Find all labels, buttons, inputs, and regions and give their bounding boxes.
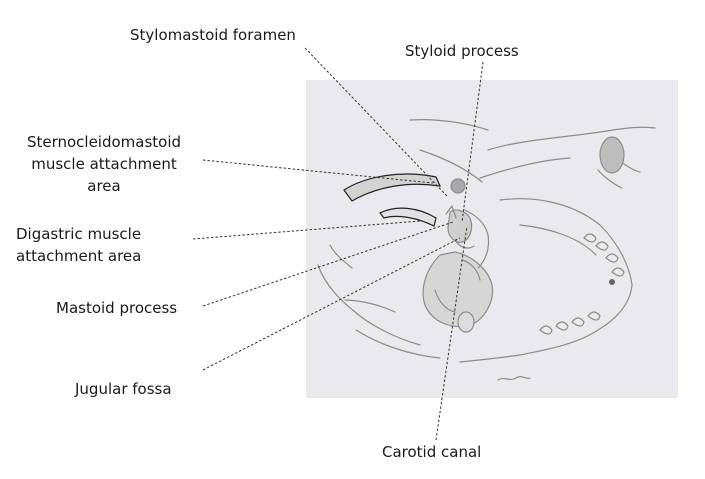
label-digastric-line-2: attachment area <box>16 247 142 265</box>
leader-lines <box>192 47 484 441</box>
leader-stylomastoid-foramen <box>304 47 449 198</box>
label-digastric-line-1: Digastric muscle <box>16 225 142 243</box>
leader-mastoid-process <box>202 221 454 307</box>
leader-carotid-canal <box>435 225 468 441</box>
label-scm-line-1: Sternocleidomastoid <box>26 133 182 151</box>
label-scm-line-3: area <box>87 177 121 195</box>
label-stylomastoid-foramen: Stylomastoid foramen <box>130 26 296 44</box>
label-styloid-process: Styloid process <box>405 42 519 60</box>
leader-digastric <box>192 220 421 240</box>
label-sternocleidomastoid: Sternocleidomastoid muscle attachment ar… <box>14 131 194 197</box>
leader-jugular-fossa <box>202 237 461 371</box>
label-jugular-fossa: Jugular fossa <box>75 380 172 398</box>
label-scm-line-2: muscle attachment <box>31 155 177 173</box>
label-carotid-canal: Carotid canal <box>382 443 482 461</box>
sternocleidomastoid-attachment-area <box>343 173 441 202</box>
pencil-sketch <box>317 119 656 381</box>
label-mastoid-process: Mastoid process <box>56 299 178 317</box>
digastric-attachment-area <box>379 207 437 227</box>
sketch-panel <box>306 80 678 398</box>
label-digastric: Digastric muscle attachment area <box>16 223 141 267</box>
